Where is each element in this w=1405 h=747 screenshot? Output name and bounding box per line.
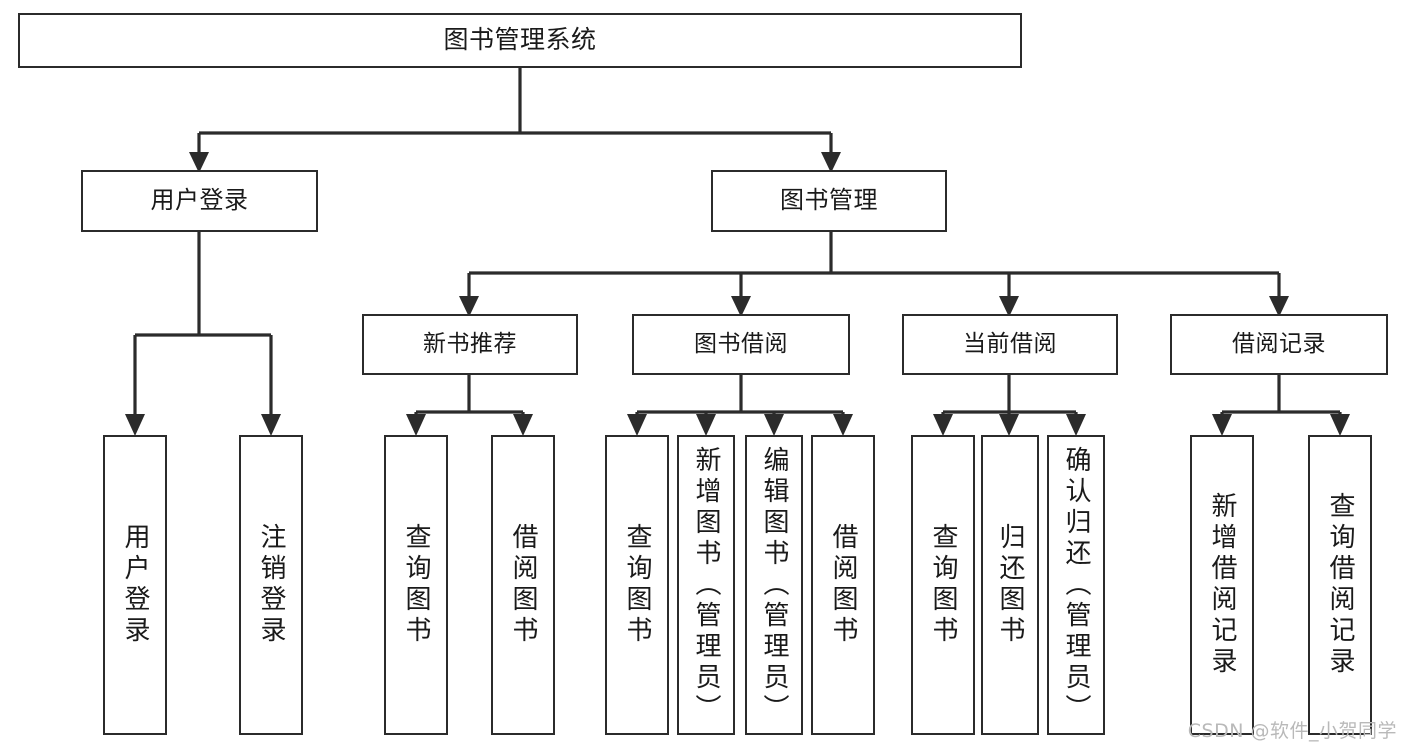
node-label: 当前借阅 — [963, 331, 1057, 358]
leaf-current-borrow-query[interactable]: 查询图书 — [911, 435, 975, 735]
node-book-borrow[interactable]: 图书借阅 — [632, 314, 850, 375]
arrow-borrowrecord-c1 — [1212, 414, 1232, 436]
node-label: 归还图书 — [995, 523, 1025, 647]
arrow-userlogin-c2 — [261, 414, 281, 436]
node-label: 新增图书（管理员） — [691, 445, 721, 725]
node-new-book-recommend[interactable]: 新书推荐 — [362, 314, 578, 375]
arrow-currentborrow-c2 — [999, 414, 1019, 436]
leaf-borrow-record-query[interactable]: 查询借阅记录 — [1308, 435, 1372, 735]
node-label: 借阅图书 — [828, 523, 858, 647]
leaf-current-borrow-return[interactable]: 归还图书 — [981, 435, 1039, 735]
node-label: 新书推荐 — [423, 331, 517, 358]
node-label: 图书借阅 — [694, 331, 788, 358]
node-label: 新增借阅记录 — [1207, 492, 1237, 678]
arrow-currentborrow-c3 — [1066, 414, 1086, 436]
arrow-to-currentborrow — [999, 296, 1019, 317]
leaf-current-borrow-confirm[interactable]: 确认归还（管理员） — [1047, 435, 1105, 735]
leaf-book-borrow-query[interactable]: 查询图书 — [605, 435, 669, 735]
arrow-bookborrow-c3 — [764, 414, 784, 436]
node-label: 查询图书 — [928, 523, 958, 647]
node-current-borrow[interactable]: 当前借阅 — [902, 314, 1118, 375]
leaf-new-book-borrow[interactable]: 借阅图书 — [491, 435, 555, 735]
leaf-user-login-login[interactable]: 用户登录 — [103, 435, 167, 735]
node-label: 注销登录 — [256, 523, 286, 647]
leaf-new-book-query[interactable]: 查询图书 — [384, 435, 448, 735]
leaf-borrow-record-add[interactable]: 新增借阅记录 — [1190, 435, 1254, 735]
node-book-management-system[interactable]: 图书管理系统 — [18, 13, 1022, 68]
node-label: 用户登录 — [150, 186, 249, 215]
node-label: 确认归还（管理员） — [1061, 445, 1091, 725]
arrow-bookborrow-c1 — [627, 414, 647, 436]
leaf-book-borrow-edit[interactable]: 编辑图书（管理员） — [745, 435, 803, 735]
node-label: 借阅记录 — [1232, 331, 1326, 358]
arrow-newbook-c1 — [406, 414, 426, 436]
node-book-management[interactable]: 图书管理 — [711, 170, 947, 232]
node-label: 查询图书 — [622, 523, 652, 647]
arrow-borrowrecord-c2 — [1330, 414, 1350, 436]
arrow-to-book-manage — [821, 152, 841, 173]
arrow-currentborrow-c1 — [933, 414, 953, 436]
node-label: 查询图书 — [401, 523, 431, 647]
leaf-book-borrow-borrow[interactable]: 借阅图书 — [811, 435, 875, 735]
arrow-to-borrowrecord — [1269, 296, 1289, 317]
node-label: 查询借阅记录 — [1325, 492, 1355, 678]
arrow-userlogin-c1 — [125, 414, 145, 436]
arrow-bookborrow-c4 — [833, 414, 853, 436]
node-label: 图书管理 — [780, 186, 878, 215]
arrow-to-user-login — [189, 152, 209, 173]
node-user-login[interactable]: 用户登录 — [81, 170, 318, 232]
arrow-bookborrow-c2 — [696, 414, 716, 436]
node-borrow-record[interactable]: 借阅记录 — [1170, 314, 1388, 375]
leaf-user-login-logout[interactable]: 注销登录 — [239, 435, 303, 735]
arrow-to-bookborrow — [731, 296, 751, 317]
arrow-to-newbook — [459, 296, 479, 317]
arrow-newbook-c2 — [513, 414, 533, 436]
leaf-book-borrow-add[interactable]: 新增图书（管理员） — [677, 435, 735, 735]
node-label: 借阅图书 — [508, 523, 538, 647]
node-label: 图书管理系统 — [443, 25, 597, 55]
arrowheads — [125, 152, 1350, 436]
node-label: 用户登录 — [120, 523, 150, 647]
node-label: 编辑图书（管理员） — [759, 445, 789, 725]
